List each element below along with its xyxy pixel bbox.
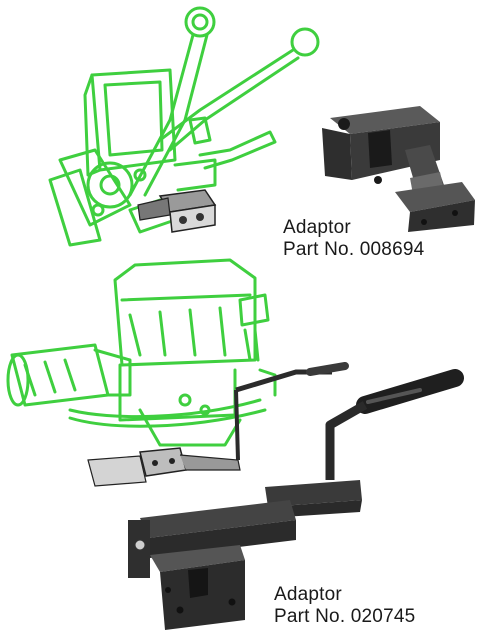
- mounted-adaptor-top: [137, 189, 217, 233]
- adaptor-008694-title: Adaptor: [283, 217, 351, 238]
- adaptor-008694-caption: Adaptor Part No. 008694: [283, 217, 424, 261]
- adaptor-008694-photo: [322, 106, 475, 232]
- adaptor-008694-part-number: Part No. 008694: [283, 239, 425, 260]
- adaptor-020745-part-number: Part No. 020745: [274, 606, 416, 627]
- adaptor-020745-title: Adaptor: [274, 584, 342, 605]
- adaptor-020745-photo: [128, 369, 464, 630]
- mounted-adaptor-bottom: [87, 362, 349, 487]
- adaptor-020745-caption: Adaptor Part No. 020745: [274, 584, 415, 628]
